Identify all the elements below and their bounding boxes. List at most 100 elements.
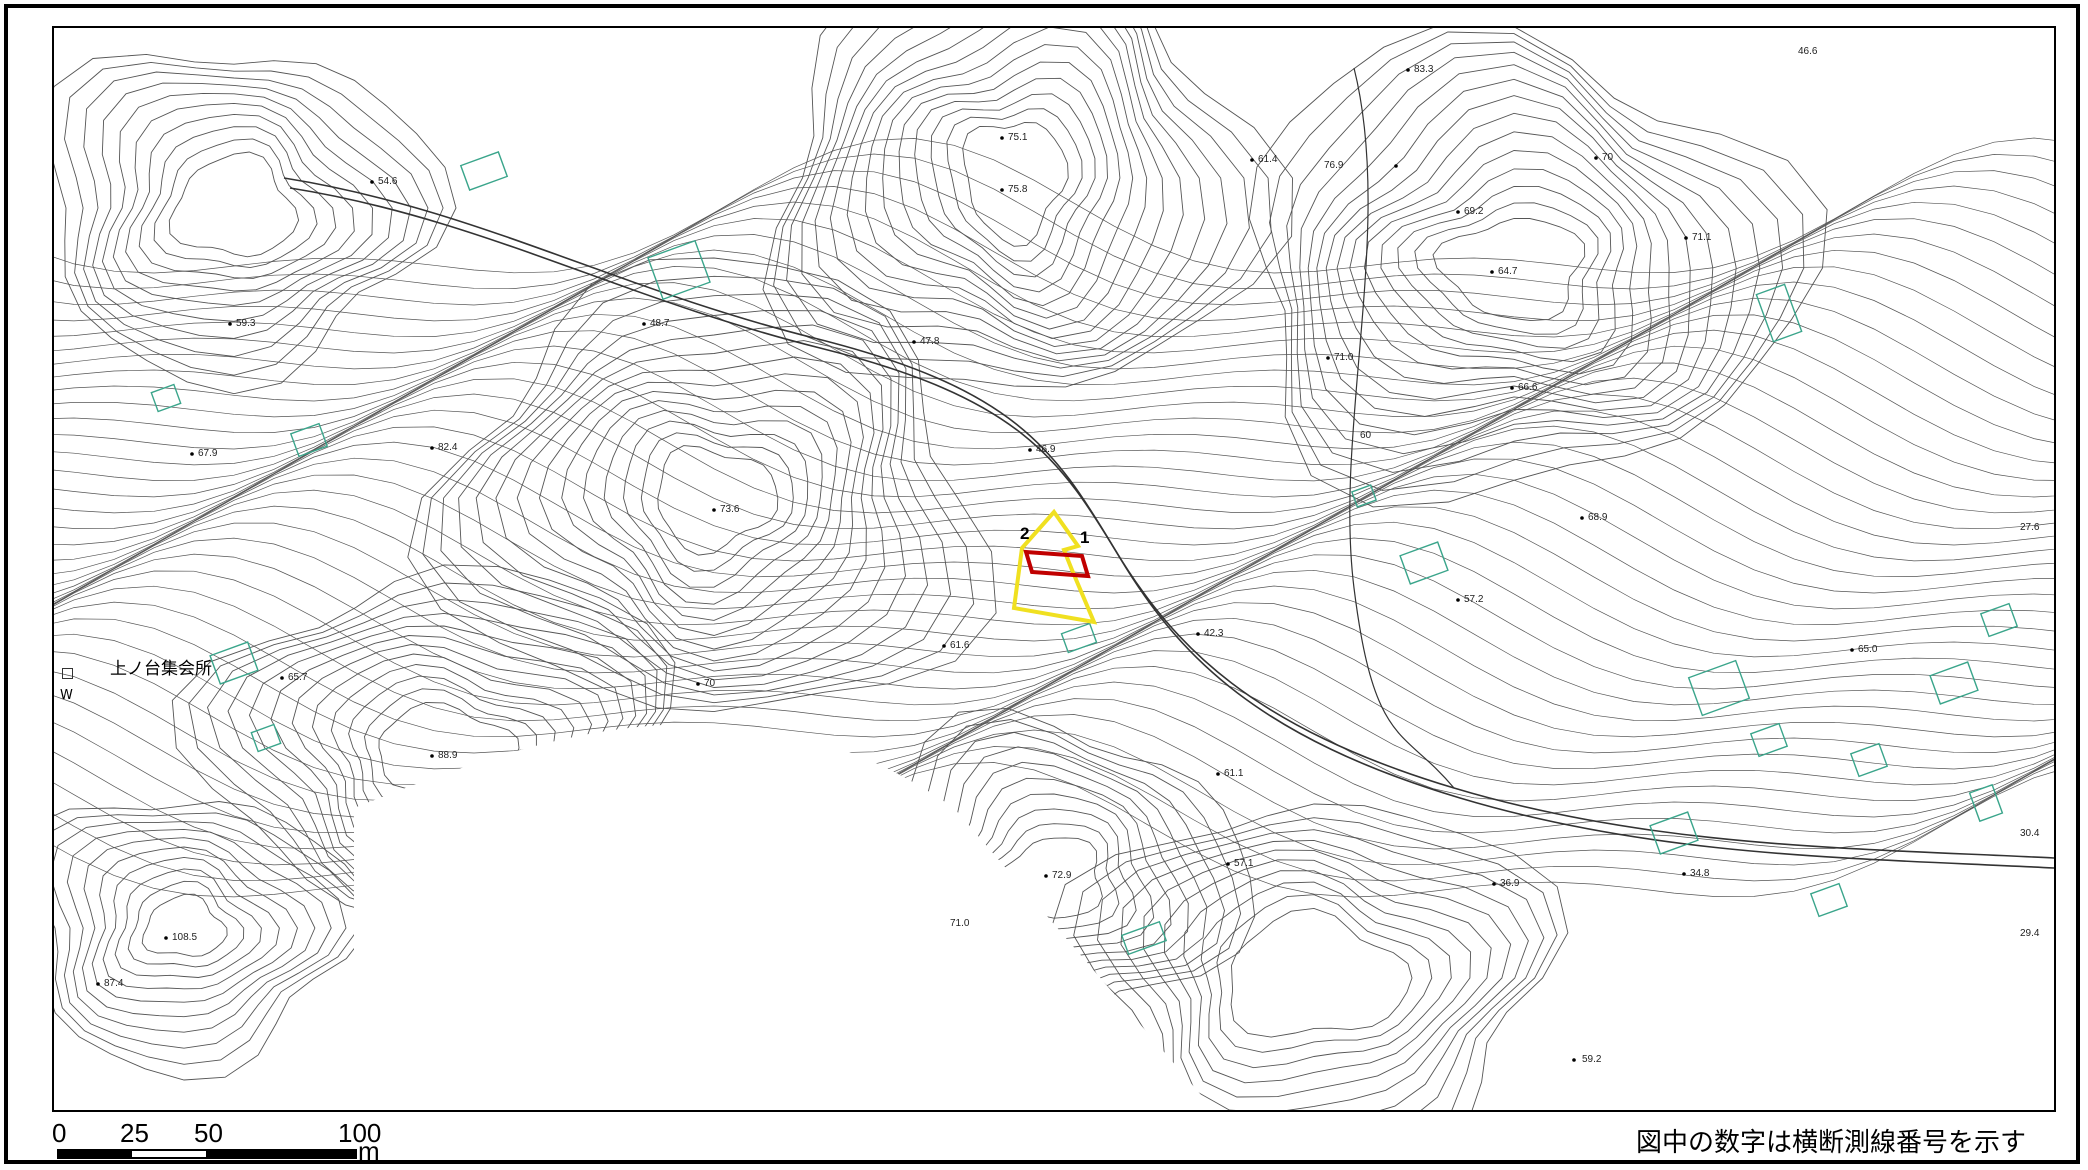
building-outline — [289, 422, 329, 458]
spot-height-marker — [1456, 210, 1460, 214]
contour-line — [1097, 829, 1545, 1110]
contour-line — [54, 53, 457, 395]
building-outline — [150, 383, 182, 413]
spot-height-marker — [942, 644, 946, 648]
building-outline — [1979, 602, 2019, 638]
contour-line — [91, 846, 298, 1003]
contour-line — [54, 361, 2054, 498]
contour-line — [1183, 870, 1472, 1084]
contour-line — [66, 828, 332, 1033]
contour-line — [1269, 31, 1805, 491]
spot-height: 59.3 — [236, 318, 256, 329]
contour-line — [583, 400, 838, 621]
spot-height-marker — [1028, 448, 1032, 452]
spot-height: 61.4 — [1258, 154, 1278, 165]
spot-height-marker — [228, 322, 232, 326]
contour-line — [603, 409, 823, 605]
contour-line — [773, 28, 1272, 378]
target-zone-outline — [1023, 549, 1091, 579]
spot-height-marker — [912, 340, 916, 344]
contour-line — [516, 356, 875, 662]
contour-line — [54, 633, 2054, 770]
contour-line — [1363, 150, 1638, 375]
contour-line — [962, 122, 1069, 247]
survey-area-outline — [1011, 508, 1098, 625]
spot-height-marker — [1226, 862, 1230, 866]
spot-height-marker — [370, 180, 374, 184]
contour-line — [864, 28, 1148, 330]
contour-line — [54, 266, 2054, 402]
contour-line — [54, 281, 2054, 418]
contour-line — [1397, 185, 1612, 349]
unmapped-area — [354, 724, 1214, 1110]
topographic-map[interactable]: 上ノ台集会所 W 1 2 54.6 59.3 48.7 47.8 75.1 75… — [52, 26, 2056, 1112]
scale-bar: 0 25 50 100 m — [52, 1118, 416, 1168]
contour-line — [54, 521, 2054, 658]
spot-height-marker — [1492, 882, 1496, 886]
scale-tick-50: 50 — [194, 1118, 223, 1148]
spot-height: 83.3 — [1414, 64, 1434, 75]
spot-height: 71.1 — [1692, 232, 1712, 243]
contour-line — [54, 185, 2054, 322]
spot-height: 108.5 — [172, 932, 198, 943]
contour-line — [127, 880, 245, 968]
spot-height-marker — [1044, 874, 1048, 878]
building-outline — [209, 641, 259, 685]
contour-line — [114, 868, 262, 978]
spot-height-marker — [1250, 158, 1254, 162]
spot-height-marker — [164, 936, 168, 940]
contour-line — [54, 821, 347, 1049]
spot-height-marker — [1216, 772, 1220, 776]
building-outline — [1120, 920, 1168, 956]
spot-height-marker — [1196, 632, 1200, 636]
building-outline — [1649, 811, 1699, 855]
contour-line — [54, 585, 2054, 722]
scale-tick-100: 100 — [338, 1118, 382, 1148]
contour-line — [83, 71, 429, 357]
contour-line — [440, 293, 952, 696]
contour-line — [1200, 881, 1452, 1069]
contour-line — [475, 324, 906, 681]
spot-height: 75.8 — [1008, 184, 1028, 195]
spot-height: 72.9 — [1052, 870, 1072, 881]
spot-height-marker — [1456, 598, 1460, 602]
contour-line — [54, 297, 2054, 434]
contour-map-graphic — [54, 28, 2054, 1110]
road-line — [1349, 67, 1455, 789]
spot-height: 73.6 — [720, 504, 740, 515]
contour-line — [54, 537, 2054, 674]
contour-line — [54, 617, 2054, 754]
building-outline — [647, 239, 711, 301]
contour-line — [101, 92, 393, 322]
spot-height-marker — [190, 452, 194, 456]
spot-height-marker — [430, 446, 434, 450]
contour-line — [54, 441, 2054, 578]
contour-line — [1216, 894, 1433, 1053]
scale-unit: m — [358, 1136, 380, 1166]
spot-height-marker — [1000, 136, 1004, 140]
spot-height-marker — [1000, 188, 1004, 192]
contour-line — [54, 569, 2054, 706]
map-sheet: 上ノ台集会所 W 1 2 54.6 59.3 48.7 47.8 75.1 75… — [4, 4, 2080, 1166]
building-outline — [1755, 283, 1803, 343]
spot-height: 42.3 — [1204, 628, 1224, 639]
contour-line — [1286, 41, 1784, 473]
contour-line — [1336, 112, 1671, 395]
spot-height: 29.4 — [2020, 928, 2040, 939]
contour-line — [92, 82, 412, 339]
hall-symbol-icon — [62, 668, 73, 679]
contour-line — [657, 445, 779, 556]
spot-height: 68.9 — [1588, 512, 1608, 523]
contour-line — [125, 113, 355, 292]
contour-line — [914, 77, 1108, 293]
spot-height-marker — [696, 682, 700, 686]
contour-line — [54, 409, 2054, 546]
spot-height: 36.9 — [1500, 878, 1520, 889]
building-outline — [1929, 661, 1979, 705]
spot-height: 70 — [704, 678, 716, 689]
contour-line — [54, 313, 2054, 450]
spot-height: 61.1 — [1224, 768, 1244, 779]
building-outline — [1687, 659, 1751, 717]
spot-height: 47.8 — [920, 336, 940, 347]
contour-line — [54, 377, 2054, 514]
